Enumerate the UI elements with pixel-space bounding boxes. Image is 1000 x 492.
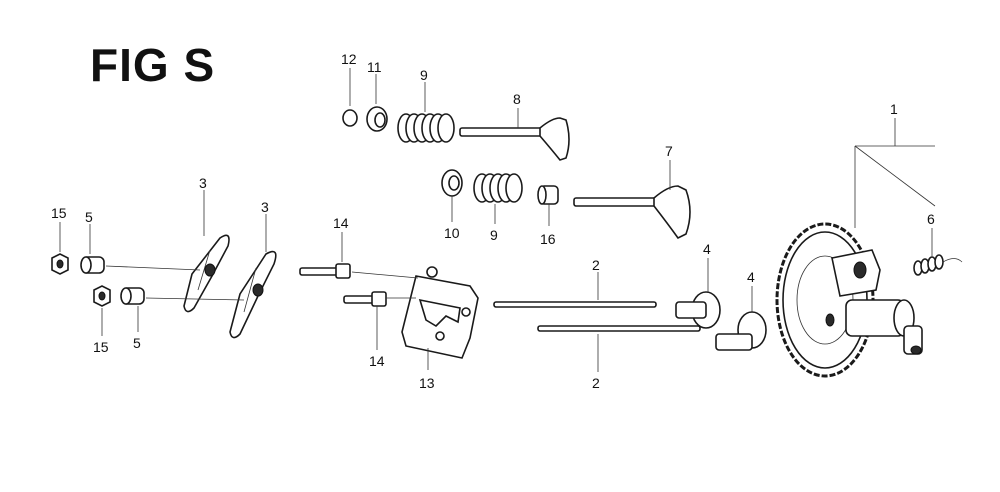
callout-14-upper: 14 bbox=[333, 215, 349, 231]
callout-2-lower: 2 bbox=[592, 375, 600, 391]
part-14-stud-upper bbox=[299, 232, 419, 279]
callout-9-upper: 9 bbox=[420, 67, 428, 83]
part-12-cap bbox=[342, 68, 358, 127]
callout-14-lower: 14 bbox=[369, 353, 385, 369]
callout-13: 13 bbox=[419, 375, 435, 391]
part-7-valve bbox=[573, 160, 691, 240]
part-2-pushrod-lower bbox=[537, 325, 701, 372]
callout-9-lower: 9 bbox=[490, 227, 498, 243]
callout-4-lower: 4 bbox=[747, 269, 755, 285]
part-15-nut-upper bbox=[51, 222, 69, 275]
callout-2-upper: 2 bbox=[592, 257, 600, 273]
part-5-pivot-lower bbox=[120, 287, 245, 332]
callout-15-upper: 15 bbox=[51, 205, 67, 221]
part-4-tappet-lower bbox=[715, 286, 767, 351]
part-9-valve-spring-lower bbox=[473, 173, 523, 224]
callout-12: 12 bbox=[341, 51, 357, 67]
callout-7: 7 bbox=[665, 143, 673, 159]
callout-15-lower: 15 bbox=[93, 339, 109, 355]
callout-10: 10 bbox=[444, 225, 460, 241]
part-15-nut-lower bbox=[93, 285, 111, 336]
callout-16: 16 bbox=[540, 231, 556, 247]
callout-5-lower: 5 bbox=[133, 335, 141, 351]
callout-1: 1 bbox=[890, 101, 898, 117]
part-16-stem-seal bbox=[537, 185, 559, 226]
part-10-retainer bbox=[441, 169, 463, 222]
part-4-tappet-upper bbox=[675, 258, 721, 329]
part-13-guide-plate bbox=[401, 266, 479, 370]
part-1-camshaft bbox=[775, 118, 936, 378]
part-2-pushrod-upper bbox=[493, 272, 657, 308]
part-9-valve-spring-upper bbox=[397, 82, 455, 143]
part-8-valve bbox=[459, 108, 570, 161]
callout-5-upper: 5 bbox=[85, 209, 93, 225]
part-11-retainer bbox=[366, 74, 388, 132]
part-5-pivot-upper bbox=[80, 224, 201, 274]
callout-3-right: 3 bbox=[261, 199, 269, 215]
figure-title: FIG S bbox=[90, 39, 216, 91]
part-3-rocker-arm-left bbox=[183, 190, 230, 313]
callout-8: 8 bbox=[513, 91, 521, 107]
part-3-rocker-arm-right bbox=[229, 214, 277, 339]
part-14-stud-lower bbox=[343, 291, 416, 350]
callout-3-left: 3 bbox=[199, 175, 207, 191]
part-6-spring bbox=[913, 228, 963, 276]
callout-4-upper: 4 bbox=[703, 241, 711, 257]
callout-6: 6 bbox=[927, 211, 935, 227]
callout-11: 11 bbox=[367, 59, 382, 75]
